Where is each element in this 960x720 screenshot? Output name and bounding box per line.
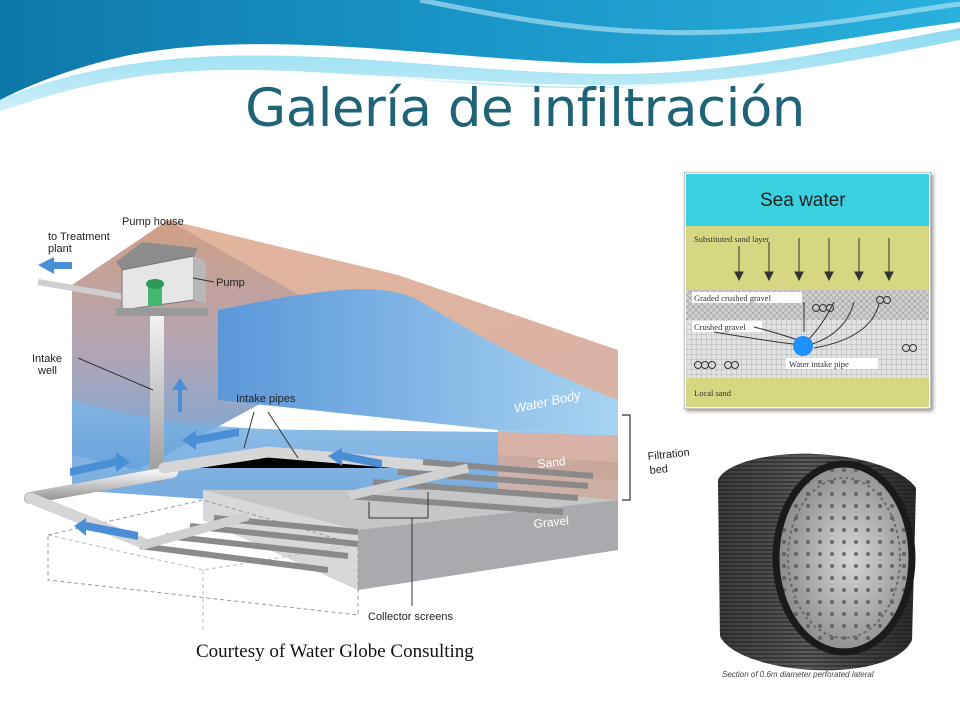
- label-substituted-sand: Substituted sand layer: [694, 234, 769, 244]
- perforated-lateral-inset: Section of 0.6m diameter perforated late…: [694, 440, 930, 686]
- lateral-caption: Section of 0.6m diameter perforated late…: [722, 670, 874, 679]
- label-pump: Pump: [216, 277, 245, 289]
- collector-screens-lower: [138, 511, 359, 573]
- label-to-treatment-1: to Treatment: [48, 231, 110, 243]
- slide-title: Galería de infiltración: [245, 78, 805, 139]
- infiltration-gallery-diagram: Pump house to Treatment plant Pump Intak…: [24, 216, 690, 632]
- label-local-sand: Local sand: [694, 388, 732, 398]
- label-gravel: Gravel: [533, 513, 570, 531]
- wave-banner: [0, 0, 960, 113]
- label-intake-pipes: Intake pipes: [236, 393, 296, 405]
- label-sea-water: Sea water: [760, 190, 846, 211]
- label-water-intake-pipe: Water intake pipe: [789, 359, 849, 369]
- label-sand: Sand: [537, 454, 566, 471]
- label-to-treatment-2: plant: [48, 243, 72, 255]
- label-pump-house: Pump house: [122, 216, 184, 228]
- flow-arrows: [38, 257, 382, 540]
- label-intake-well-2: well: [37, 365, 57, 377]
- label-graded-gravel: Graded crushed gravel: [694, 293, 772, 303]
- label-intake-well-1: Intake: [32, 353, 62, 365]
- label-filtration-bed-1: Filtration: [647, 447, 690, 463]
- layer-cross-section-inset: Sea water Substituted sand layer Graded …: [684, 172, 931, 409]
- label-filtration-bed-2: bed: [649, 463, 669, 477]
- credit-line: Courtesy of Water Globe Consulting: [196, 641, 474, 662]
- collector-screens-upper: [346, 459, 594, 515]
- label-collector-screens: Collector screens: [368, 611, 453, 623]
- label-crushed-gravel: Crushed gravel: [694, 322, 746, 332]
- water-intake-pipe-icon: [793, 336, 813, 356]
